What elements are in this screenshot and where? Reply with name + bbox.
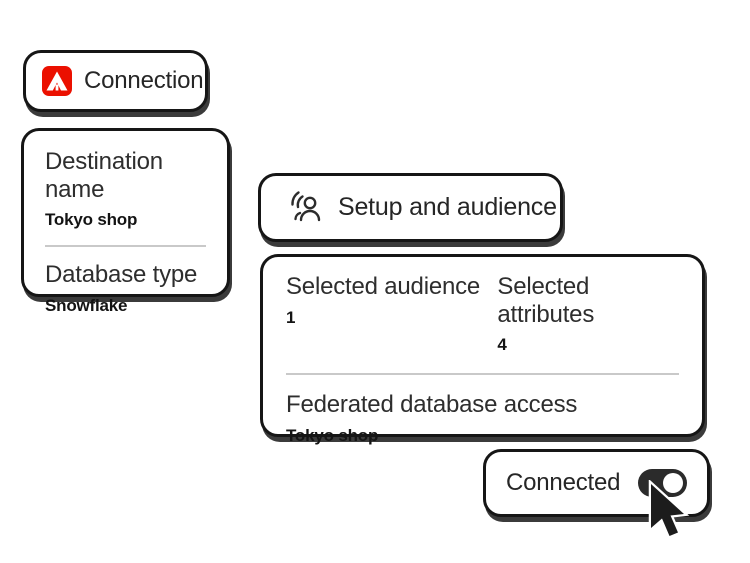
database-type-value: Snowflake: [45, 295, 128, 315]
divider: [286, 373, 679, 376]
selected-attributes-stat: Selected attributes 4: [497, 273, 679, 355]
database-type-field: Database type Snowflake: [45, 261, 206, 316]
toggle-knob-icon: [663, 473, 683, 493]
selected-audience-label: Selected audience: [286, 273, 481, 300]
destination-name-label: Destination name: [45, 148, 163, 203]
destination-name-field: Destination name Tokyo shop: [45, 148, 206, 230]
selected-audience-value: 1: [286, 307, 296, 327]
adobe-logo-icon: [42, 66, 72, 96]
destination-card: Destination name Tokyo shop Database typ…: [21, 128, 230, 315]
connection-card: Connection: [23, 50, 208, 112]
federated-access-label: Federated database access: [286, 391, 578, 419]
summary-card: Selected audience 1 Selected attributes …: [260, 254, 705, 445]
federated-access-field: Federated database access Tokyo shop: [286, 391, 679, 446]
connected-toggle[interactable]: [638, 469, 687, 497]
stats-row: Selected audience 1 Selected attributes …: [286, 273, 679, 355]
connection-card-label: Connection: [84, 67, 204, 94]
setup-audience-label: Setup and audience: [338, 193, 557, 221]
setup-audience-card: Setup and audience: [258, 173, 563, 242]
selected-attributes-label: Selected attributes: [497, 273, 595, 328]
connected-label: Connected: [506, 469, 621, 496]
selected-attributes-value: 4: [497, 335, 507, 355]
federated-access-value: Tokyo shop: [286, 425, 379, 445]
database-type-label: Database type: [45, 261, 198, 289]
destination-name-value: Tokyo shop: [45, 210, 138, 230]
audience-icon: [291, 190, 321, 221]
pointer-cursor-icon: [648, 480, 690, 539]
divider: [45, 245, 206, 248]
selected-audience-stat: Selected audience 1: [286, 273, 497, 355]
